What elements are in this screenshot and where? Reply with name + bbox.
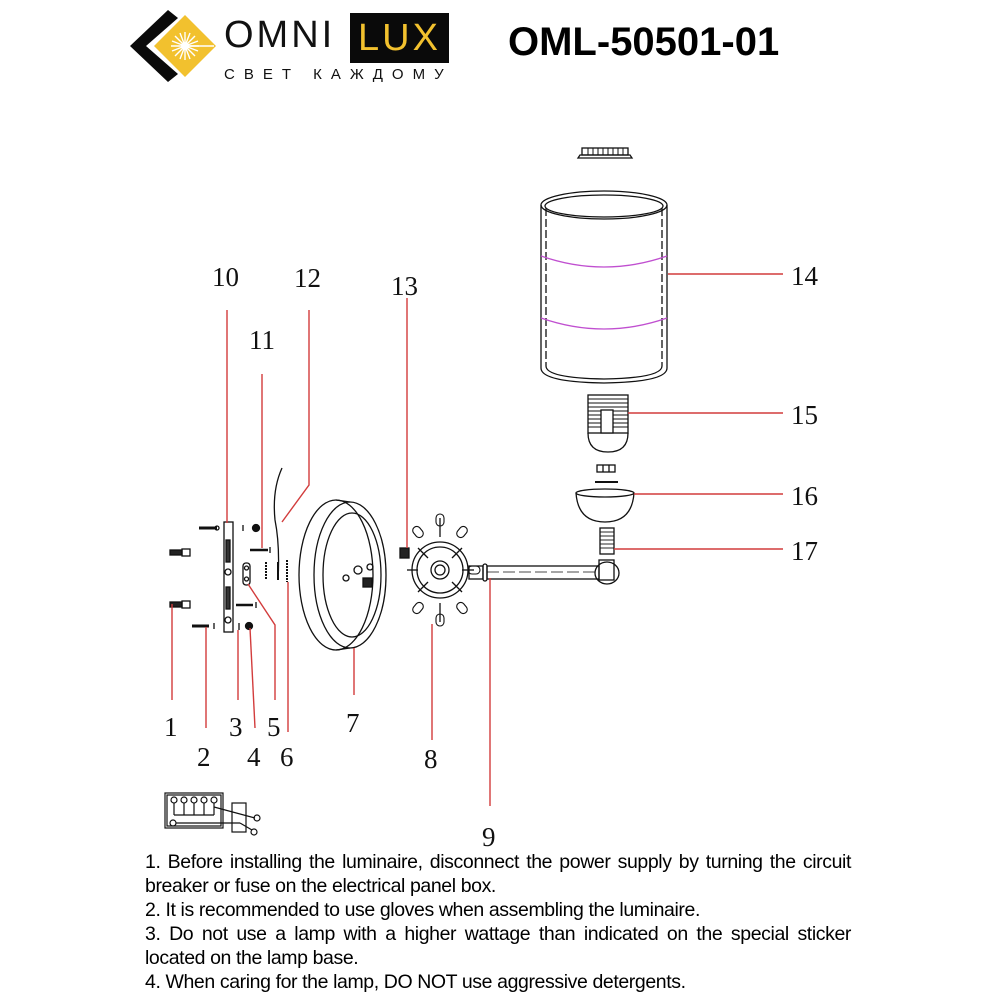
callout-3: 3: [229, 712, 243, 742]
callout-9: 9: [482, 822, 496, 852]
callout-11: 11: [249, 325, 275, 355]
shade-top-cap: [576, 147, 634, 159]
lamp-socket: [587, 394, 629, 473]
callout-13: 13: [391, 271, 418, 301]
arm-tube: [468, 559, 620, 585]
cup-canopy: [575, 481, 635, 523]
cylindrical-shade: [540, 190, 668, 384]
diamond-sunburst-icon: [130, 10, 216, 82]
safety-instructions: 1. Before installing the luminaire, disc…: [145, 850, 851, 994]
brand-tagline: СВЕТ КАЖДОМУ: [224, 66, 453, 83]
callout-12: 12: [294, 263, 321, 293]
callout-16: 16: [791, 481, 818, 511]
wiring-terminal-diagram: [164, 792, 261, 836]
brand-logo: OMNI LUX СВЕТ КАЖДОМУ: [128, 8, 463, 83]
round-wall-base: [298, 499, 387, 651]
fixing-bolts: [236, 547, 271, 608]
instruction-3: 3. Do not use a lamp with a higher watta…: [145, 923, 851, 969]
callout-10: 10: [212, 262, 239, 292]
callout-4: 4: [247, 742, 261, 772]
ship-wheel-decor: [399, 513, 481, 627]
callout-1: 1: [164, 712, 178, 742]
brand-name-omni: OMNI: [224, 14, 336, 56]
electrical-wire: [273, 467, 283, 581]
callout-6: 6: [280, 742, 294, 772]
callout-leaders: [171, 273, 783, 806]
threaded-nipple: [599, 527, 615, 555]
wall-plugs: [169, 548, 191, 609]
callout-5: 5: [267, 712, 281, 742]
brand-name-lux: LUX: [350, 13, 449, 63]
instruction-4: 4. When caring for the lamp, DO NOT use …: [145, 971, 686, 993]
model-number: OML-50501-01: [508, 20, 780, 64]
callout-14: 14: [791, 261, 818, 291]
instruction-1: 1. Before installing the luminaire, disc…: [145, 851, 851, 897]
callout-8: 8: [424, 744, 438, 774]
callout-15: 15: [791, 400, 818, 430]
callout-17: 17: [791, 536, 818, 566]
callout-7: 7: [346, 708, 360, 738]
mounting-bracket: [223, 521, 234, 633]
callout-2: 2: [197, 742, 211, 772]
screws: [192, 525, 220, 629]
exploded-assembly-diagram: [164, 147, 783, 836]
small-hardware: [238, 523, 288, 631]
instruction-2: 2. It is recommended to use gloves when …: [145, 899, 700, 921]
